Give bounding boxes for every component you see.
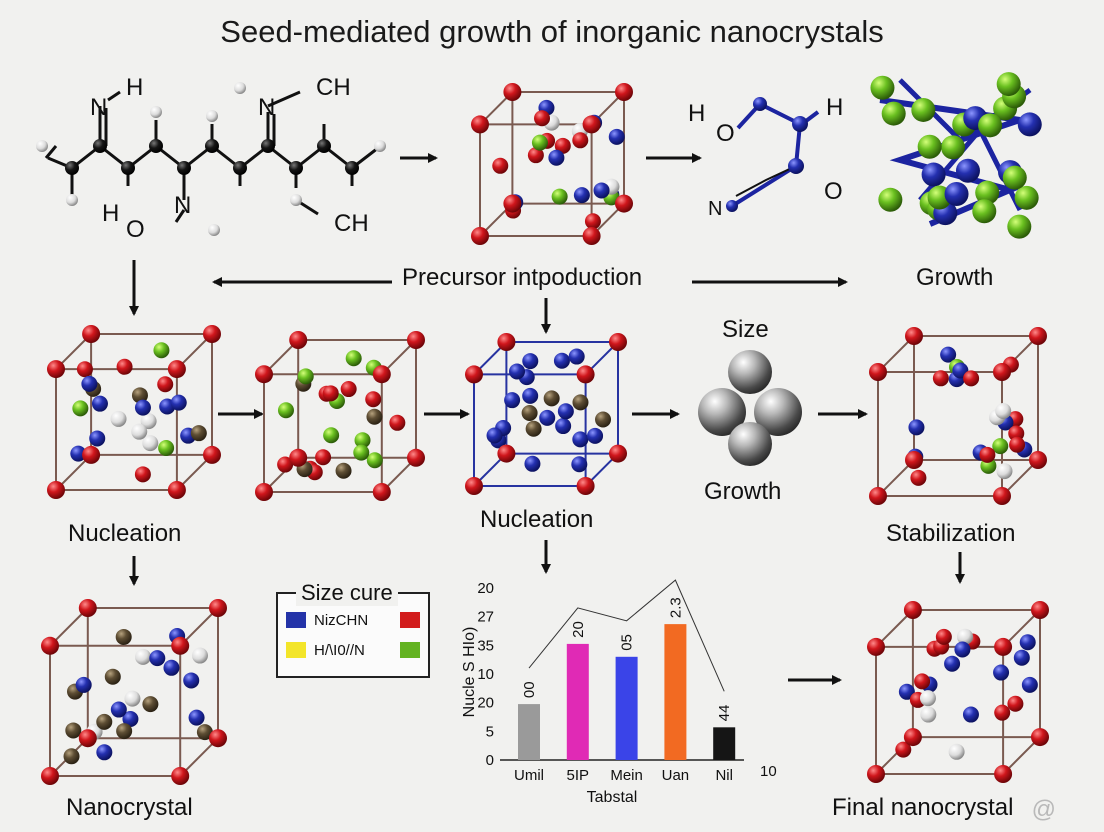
legend-swatch-yellow — [286, 642, 306, 658]
chart-y-tick-label: 27 — [477, 609, 494, 626]
stabilization-label: Stabilization — [886, 520, 1016, 547]
legend-row-2: H/\I0//N — [286, 642, 420, 660]
atom-label-h1: H — [126, 74, 144, 101]
crystal-lattice-6 — [41, 599, 227, 785]
crystal-lattice-2 — [47, 325, 221, 499]
chart-bar — [615, 656, 638, 760]
chart-data-label: 20 — [570, 621, 587, 638]
chart-x-tick-label: Mein — [610, 767, 643, 784]
chart-data-label: 00 — [521, 681, 538, 698]
chart-y-tick-label: 20 — [477, 695, 494, 712]
chart-bar — [566, 643, 589, 760]
legend-label-2: H/\I0//N — [314, 642, 365, 659]
silver-seed — [698, 350, 802, 466]
legend-swatch-green — [400, 642, 420, 658]
chart-y-tick-label: 35 — [477, 637, 494, 654]
flow-arrows — [129, 153, 965, 685]
chart-x-axis-label: Tabstal — [587, 789, 638, 806]
growth-mid-label: Growth — [704, 478, 782, 505]
chart-y-tick-label: 20 — [477, 580, 494, 597]
crystal-lattice-4 — [465, 333, 627, 495]
crystal-lattice-1 — [471, 83, 633, 245]
chart-annotation-line — [528, 579, 725, 692]
nucleation-mid-label: Nucleation — [480, 506, 594, 533]
legend-box: Size cure NizCHN H/\I0//N — [276, 580, 430, 678]
chart-y-tick-label: 10 — [477, 666, 494, 683]
size-label: Size — [722, 316, 769, 343]
fragment-label-o2: O — [824, 178, 843, 205]
fragment-label-h2: H — [826, 94, 844, 121]
atom-label-ch1: CH — [316, 74, 351, 101]
watermark: @ — [1031, 796, 1056, 823]
chart-x-tick-label: Nil — [715, 767, 733, 784]
nanocrystal-label: Nanocrystal — [66, 794, 193, 821]
chart-data-label: 05 — [619, 634, 636, 651]
chart-bar — [664, 624, 687, 760]
page-title: Seed-mediated growth of inorganic nanocr… — [220, 14, 884, 49]
fragment-label-h1: H — [688, 100, 706, 127]
final-nanocrystal-label: Final nanocrystal — [832, 794, 1014, 821]
fragment-atoms — [726, 97, 808, 212]
atom-label-n2: N — [258, 94, 276, 121]
legend-title: Size cure — [296, 580, 398, 606]
crystal-lattice-3 — [255, 331, 425, 501]
chart-x-tick-label: Uan — [662, 767, 690, 784]
chart-x-tick-label: Umil — [514, 767, 544, 784]
chart-data-label: 2.3 — [667, 597, 684, 618]
chart-bar — [713, 727, 736, 760]
crystal-lattice-5 — [869, 327, 1047, 505]
chart-bar — [518, 704, 540, 760]
atom-label-n1: N — [90, 94, 108, 121]
legend-swatch-red — [400, 612, 420, 628]
atom-label-h2: H — [102, 200, 120, 227]
chart-y-tick-label: 5 — [486, 723, 494, 740]
precursor-label: Precursor intpoduction — [402, 264, 643, 291]
atom-label-ch2: CH — [334, 210, 369, 237]
growth-top-label: Growth — [916, 264, 994, 291]
nucleation-left-label: Nucleation — [68, 520, 182, 547]
atom-label-o1: O — [126, 216, 145, 243]
chart-x-extra-tick: 10 — [760, 763, 777, 780]
crystal-lattice-7 — [867, 601, 1049, 783]
chart-data-label: 44 — [716, 705, 733, 722]
legend-swatch-blue — [286, 612, 306, 628]
legend-row-1: NizCHN — [286, 612, 420, 630]
molecule-atoms — [36, 82, 386, 236]
green-cluster — [870, 72, 1042, 239]
chart-y-tick-label: 0 — [486, 752, 494, 769]
chart-x-tick-label: 5IP — [567, 767, 590, 784]
chart-y-axis-label: Nucle S HIo) — [461, 627, 478, 718]
bar-chart: 052010352720Umil005IP20Mein05Uan2.3Nil44… — [461, 579, 777, 806]
fragment-label-n: N — [708, 198, 723, 220]
atom-label-n3: N — [174, 192, 192, 219]
legend-label-1: NizCHN — [314, 612, 369, 629]
fragment-label-o1: O — [716, 120, 735, 147]
